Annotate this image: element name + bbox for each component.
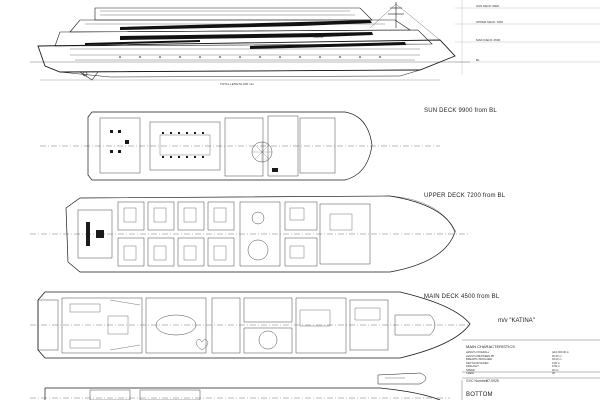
level-tag-main: MAIN DECK 4500 — [476, 38, 501, 42]
level-tag-upper: UPPER DECK 7200 — [476, 20, 504, 24]
spec-value: 0.00 m — [552, 361, 560, 365]
spec-value: (abt) 000.00 m — [552, 351, 569, 354]
spec-row: BREADTH MOULDED — [466, 358, 493, 361]
main-deck-furniture — [69, 299, 381, 351]
profile-dimension-note: TOTAL LENGTH 000 mm — [220, 82, 254, 86]
main-deck-plan — [30, 291, 471, 359]
deck-label-upper: UPPER DECK 7200 from BL — [424, 193, 506, 199]
characteristics-heading: MAIN CHARACTERISTICS — [466, 344, 515, 349]
profile-level-lines — [455, 0, 600, 75]
profile-windows — [70, 10, 420, 61]
deck-label-sun: SUN DECK 9900 from BL — [424, 108, 497, 114]
deck-label-bottom: BOTTOM — [466, 392, 493, 398]
spec-row: LENGTH BETWEEN PP — [466, 354, 495, 358]
spec-value: 00.00 m — [552, 354, 562, 358]
upper-deck-beds — [123, 207, 353, 261]
deck-label-main: MAIN DECK 4500 from BL — [424, 294, 500, 300]
level-tag-bl: BL — [476, 58, 480, 62]
profile-hull-stripes — [85, 20, 406, 49]
title-block-frame — [461, 339, 600, 400]
spec-row: LENGTH OVERALL — [466, 351, 490, 354]
tender-boat — [377, 372, 427, 385]
bottom-plan — [30, 387, 450, 400]
level-tag-sun: SUN DECK 9900 — [476, 4, 500, 8]
spec-row: CREW — [466, 372, 474, 375]
gvc-value: 97-0926 — [486, 379, 499, 383]
upper-deck-details — [86, 222, 104, 246]
main-deck-jacuzzi — [195, 339, 209, 351]
sun-deck-furniture — [110, 130, 278, 172]
profile-portholes — [119, 56, 381, 58]
profile-view — [30, 2, 470, 81]
spec-value: 00 — [552, 372, 555, 375]
sun-deck-plan — [40, 111, 440, 181]
hull-name: Katina — [313, 35, 323, 39]
spec-row: DRAUGHT — [466, 365, 479, 368]
gvc-label: GVC Number: — [466, 379, 488, 383]
spec-row: DEPTH MOULDED — [466, 361, 489, 365]
spec-value: 00 kn — [552, 368, 559, 372]
upper-deck-plan — [30, 195, 470, 273]
vessel-title: m/v "KATINA" — [498, 318, 535, 324]
spec-value: 00.00 m — [552, 358, 562, 361]
spec-row: SPEED — [466, 368, 475, 372]
spec-value: 0.00 m — [552, 365, 560, 368]
